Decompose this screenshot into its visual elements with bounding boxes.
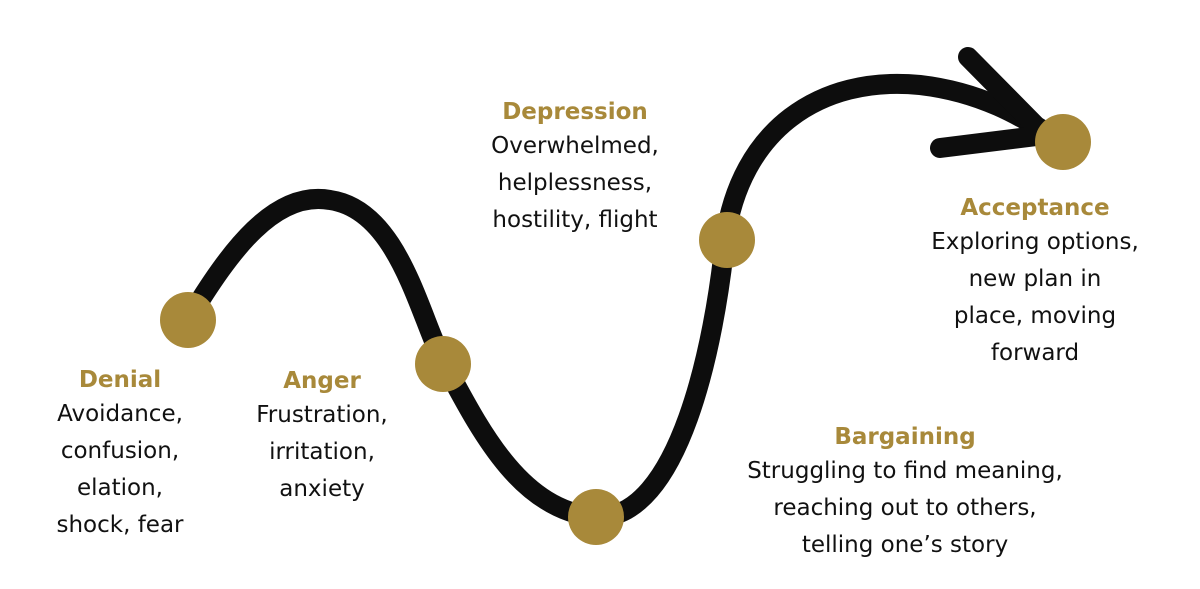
stage-description-anger: Frustration, irritation, anxiety bbox=[232, 397, 412, 508]
stage-description-depression: Overwhelmed, helplessness, hostility, fl… bbox=[455, 128, 695, 239]
desc-line: shock, fear bbox=[56, 512, 184, 538]
stage-description-denial: Avoidance, confusion, elation, shock, fe… bbox=[30, 396, 210, 544]
stage-title-acceptance: Acceptance bbox=[960, 195, 1110, 221]
desc-line: hostility, flight bbox=[492, 207, 658, 233]
desc-line: Overwhelmed, bbox=[491, 133, 659, 159]
stage-description-bargaining: Struggling to find meaning, reaching out… bbox=[690, 453, 1120, 564]
stage-bargaining: Bargaining Struggling to find meaning, r… bbox=[690, 421, 1120, 564]
desc-line: telling one’s story bbox=[801, 532, 1009, 558]
stage-acceptance: Acceptance Exploring options, new plan i… bbox=[895, 192, 1175, 372]
desc-line: helplessness, bbox=[497, 170, 653, 196]
desc-line: Frustration, bbox=[256, 402, 388, 428]
bargaining-marker bbox=[568, 489, 624, 545]
anger-marker bbox=[415, 336, 471, 392]
desc-line: elation, bbox=[76, 475, 163, 501]
desc-line: confusion, bbox=[60, 438, 180, 464]
stage-depression: Depression Overwhelmed, helplessness, ho… bbox=[455, 96, 695, 239]
stage-title-depression: Depression bbox=[502, 99, 648, 125]
desc-line: place, moving bbox=[953, 303, 1117, 329]
desc-line: irritation, bbox=[269, 439, 375, 465]
desc-line: Exploring options, bbox=[931, 229, 1139, 255]
desc-line: Avoidance, bbox=[57, 401, 183, 427]
acceptance-marker bbox=[1035, 114, 1091, 170]
stage-title-bargaining: Bargaining bbox=[834, 424, 976, 450]
depression-marker bbox=[699, 212, 755, 268]
desc-line: Struggling to find meaning, bbox=[747, 458, 1063, 484]
desc-line: forward bbox=[990, 340, 1080, 366]
stage-title-anger: Anger bbox=[283, 368, 361, 394]
stage-description-acceptance: Exploring options, new plan in place, mo… bbox=[895, 224, 1175, 372]
stage-denial: Denial Avoidance, confusion, elation, sh… bbox=[30, 364, 210, 544]
denial-marker bbox=[160, 292, 216, 348]
desc-line: reaching out to others, bbox=[773, 495, 1037, 521]
stage-title-denial: Denial bbox=[78, 367, 162, 393]
desc-line: new plan in bbox=[968, 266, 1102, 292]
stage-anger: Anger Frustration, irritation, anxiety bbox=[232, 365, 412, 508]
desc-line: anxiety bbox=[279, 476, 365, 502]
